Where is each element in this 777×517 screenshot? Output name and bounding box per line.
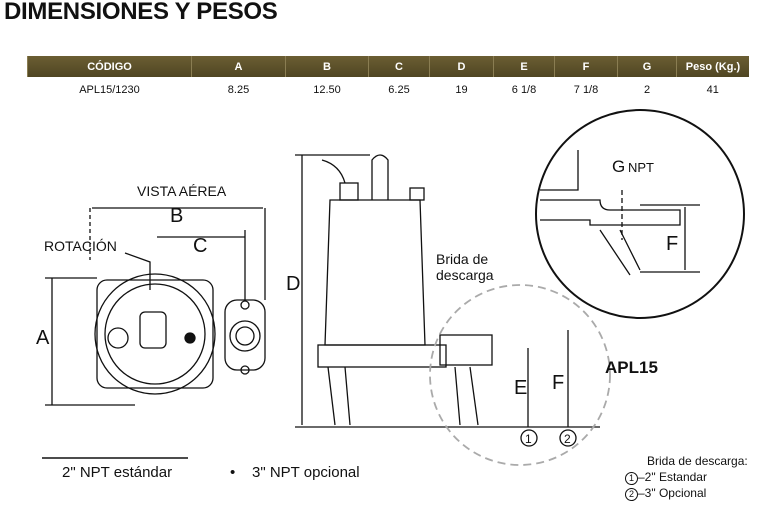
label-d: D <box>286 273 300 295</box>
legend-item: 2–3" Opcional <box>625 485 706 501</box>
label-f-detail: F <box>666 233 678 255</box>
col-d: D <box>429 56 494 77</box>
cell: 6 1/8 <box>511 84 537 96</box>
cell: 6.25 <box>388 84 410 96</box>
label-c: C <box>193 235 207 257</box>
label-b: B <box>170 205 183 227</box>
label-e: E <box>514 377 527 399</box>
label-vista: VISTA AÉREA <box>137 183 227 199</box>
cell: 41 <box>706 84 719 96</box>
col-peso: Peso (Kg.) <box>676 56 749 77</box>
legend-item: 1–2" Estandar <box>625 469 707 485</box>
legend-text: –2" Estandar <box>638 470 707 484</box>
cell: 2 <box>643 84 651 96</box>
legend-num: 1 <box>625 472 638 485</box>
col-c: C <box>368 56 430 77</box>
legend-text: –3" Opcional <box>638 486 707 500</box>
cell: APL15/1230 <box>79 84 140 96</box>
circle-1: 1 <box>525 432 532 446</box>
col-b: B <box>285 56 369 77</box>
col-f: F <box>554 56 618 77</box>
col-e: E <box>493 56 555 77</box>
label-brida1: Brida de <box>436 251 488 267</box>
label-brida2: descarga <box>436 267 494 283</box>
label-f: F <box>552 372 564 394</box>
bullet: • <box>230 464 236 481</box>
col-codigo: CÓDIGO <box>27 56 192 77</box>
circle-2: 2 <box>564 432 571 446</box>
npt-optional-note: 3" NPT opcional <box>252 464 360 481</box>
npt-standard-note: 2" NPT estándar <box>62 464 173 481</box>
col-g: G <box>617 56 677 77</box>
detail-view <box>535 109 745 319</box>
table-row: APL15/1230 8.25 12.50 6.25 19 6 1/8 7 1/… <box>28 77 750 103</box>
page-title: DIMENSIONES Y PESOS <box>4 0 278 25</box>
top-view <box>45 207 266 406</box>
label-a: A <box>36 327 50 349</box>
label-rotacion: ROTACIÓN <box>44 238 117 254</box>
legend-num: 2 <box>625 488 638 501</box>
cell: 7 1/8 <box>573 84 599 96</box>
cell: 19 <box>455 84 468 96</box>
label-npt: NPT <box>628 160 654 175</box>
cell: 8.25 <box>227 84 250 96</box>
dimensions-table: CÓDIGO A B C D E F G Peso (Kg.) APL15/12… <box>27 56 749 103</box>
label-g: G <box>612 157 625 176</box>
model-label: APL15 <box>605 358 658 377</box>
col-a: A <box>191 56 286 77</box>
cell: 12.50 <box>313 84 341 96</box>
legend-title: Brida de descarga: <box>647 454 748 468</box>
side-view <box>295 154 611 466</box>
